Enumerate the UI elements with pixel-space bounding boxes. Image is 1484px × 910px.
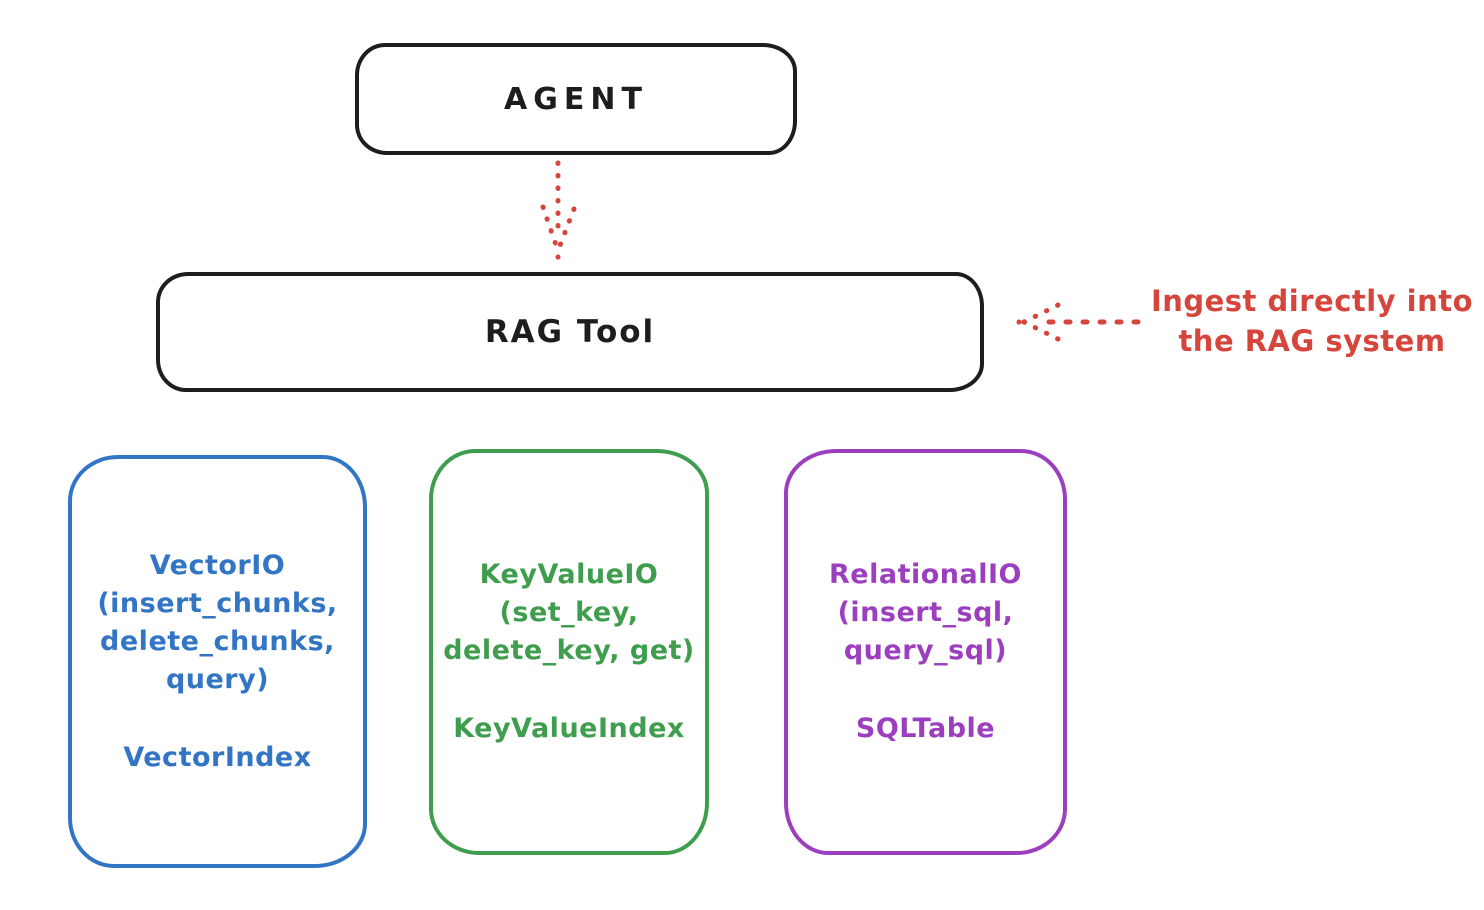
rag-tool-label: RAG Tool: [484, 314, 656, 350]
node-line: RelationalIO: [829, 559, 1022, 590]
node-line: (insert_chunks,: [97, 587, 338, 619]
node-line: KeyValueIO: [479, 559, 659, 590]
node-line: delete_key, get): [443, 635, 695, 666]
node-line: delete_chunks,: [100, 625, 335, 657]
node-footer: SQLTable: [855, 713, 996, 744]
ingest-annotation: Ingest directly into the RAG system: [1138, 281, 1484, 361]
key-value-io-box: KeyValueIO (set_key, delete_key, get) Ke…: [429, 449, 709, 855]
vector-io-box: VectorIO (insert_chunks, delete_chunks, …: [68, 455, 367, 868]
node-line: (set_key,: [499, 597, 639, 628]
dotted-arrow-down-icon: [540, 160, 577, 260]
agent-box: AGENT: [355, 43, 797, 155]
relational-io-box: RelationalIO (insert_sql, query_sql) SQL…: [784, 449, 1067, 855]
ingest-annotation-line2: the RAG system: [1178, 324, 1446, 358]
node-line: VectorIO: [149, 549, 286, 581]
agent-label: AGENT: [504, 81, 648, 117]
node-line: (insert_sql,: [837, 597, 1014, 628]
node-line: query_sql): [843, 635, 1008, 666]
node-line: query): [165, 663, 270, 695]
rag-tool-box: RAG Tool: [156, 272, 984, 392]
node-footer: VectorIndex: [123, 741, 312, 773]
dotted-arrow-left-icon: [1016, 302, 1141, 342]
node-footer: KeyValueIndex: [453, 713, 685, 744]
ingest-annotation-line1: Ingest directly into: [1150, 284, 1474, 318]
